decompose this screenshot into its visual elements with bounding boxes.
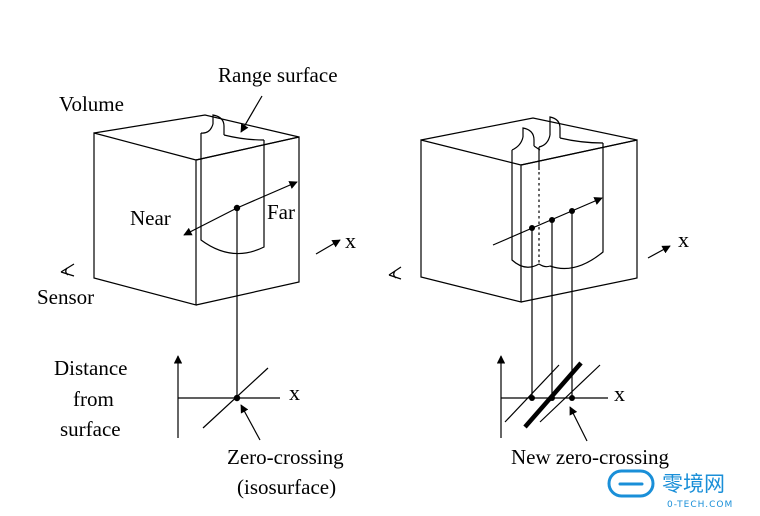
right-volume-cube [420,117,638,303]
right-zero-crossing-point-1 [529,395,535,401]
far-label: Far [267,200,295,224]
sensor-label: Sensor [37,285,94,309]
left-surface-point [233,204,241,212]
right-merged-distance-function [523,361,583,429]
near-arrow [183,207,238,236]
watermark-subtext: 0-TECH.COM [667,500,733,510]
right-surface-point-2 [549,217,555,223]
right-x-label-3d: x [678,227,689,252]
left-range-surface [200,114,265,255]
left-volume-cube [93,114,300,306]
left-sensor-eye [60,263,75,277]
right-distance-function-2 [539,364,601,423]
left-x-label-3d: x [345,228,356,253]
left-x-direction-arrow [315,239,341,255]
right-x-direction-arrow [647,245,671,259]
right-zero-crossing-point-2 [549,395,555,401]
zero-crossing-pointer [240,404,261,441]
right-range-surface-1 [511,127,541,268]
right-surface-point-3 [569,208,575,214]
far-arrow [236,181,298,209]
new-zero-crossing-pointer [569,406,588,442]
right-sensor-eye [388,266,402,280]
range-surface-pointer [240,95,263,133]
right-x-label-plot: x [614,381,625,406]
distance-label-line3: surface [60,417,121,441]
near-label: Near [130,206,171,230]
right-figure [388,116,671,442]
watermark: 零境网 0-TECH.COM [607,469,733,510]
left-zero-crossing-point [233,394,241,402]
zero-crossing-label-line1: Zero-crossing [227,445,344,469]
new-zero-crossing-label: New zero-crossing [511,445,670,469]
distance-label-line1: Distance [54,356,127,380]
right-range-surface-2 [538,116,604,270]
volume-label: Volume [59,92,124,116]
range-surface-label: Range surface [218,63,338,87]
zero-crossing-label-line2: (isosurface) [237,475,336,499]
right-distance-function-1 [504,364,560,423]
distance-label-line2: from [73,387,114,411]
right-surface-point-1 [529,225,535,231]
watermark-text: 零境网 [662,472,725,496]
right-zero-crossing-point-3 [569,395,575,401]
right-ray-arrow [492,197,603,246]
left-x-label-plot: x [289,380,300,405]
